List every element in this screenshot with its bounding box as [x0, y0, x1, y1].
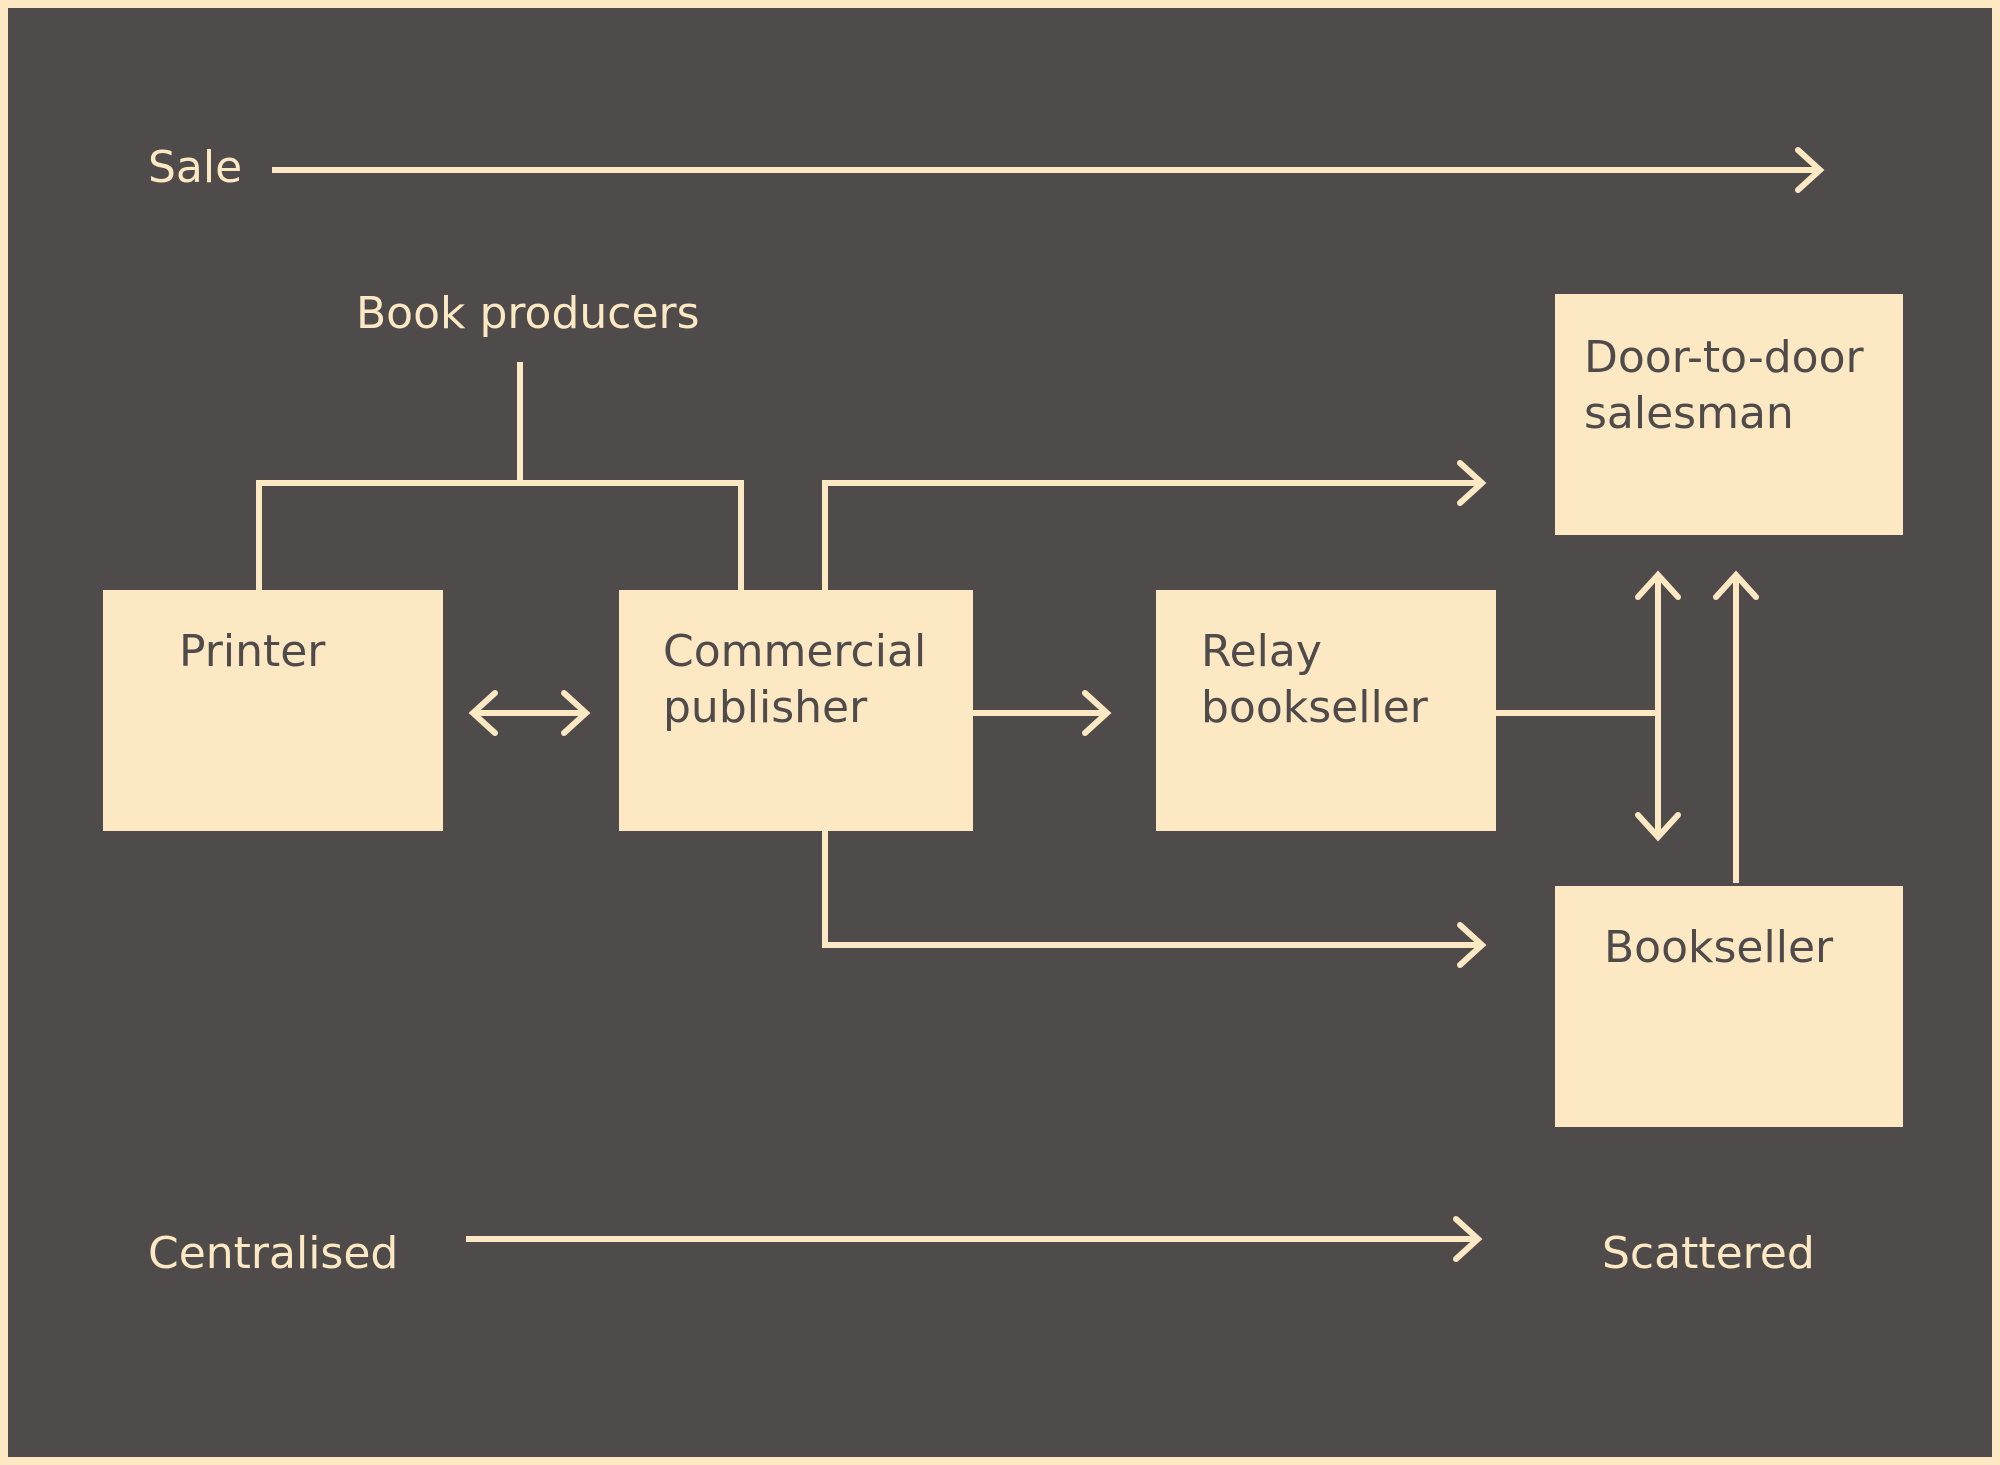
bookseller-label: Bookseller — [1604, 920, 1833, 976]
relay-bookseller-box: Relay bookseller — [1156, 590, 1496, 831]
door-to-door-salesman-label-line: salesman — [1584, 388, 1794, 439]
centralised-scattered-arrow — [466, 1216, 1483, 1262]
relay-to-distribution-connector — [1483, 570, 1681, 842]
relay-bookseller-label-line: Relay — [1201, 626, 1322, 677]
sale-label: Sale — [148, 142, 243, 193]
printer-label: Printer — [179, 624, 325, 680]
door-to-door-salesman-box: Door-to-door salesman — [1555, 294, 1903, 535]
book-producers-label: Book producers — [356, 288, 700, 339]
relay-bookseller-label: Relay bookseller — [1201, 624, 1428, 736]
printer-label-line: Printer — [179, 626, 326, 677]
bookseller-label-line: Bookseller — [1604, 922, 1834, 973]
book-producers-bracket — [256, 362, 744, 590]
printer-box: Printer — [103, 590, 443, 831]
commercial-publisher-label-line: Commercial — [663, 626, 927, 677]
commercial-publisher-label-line: publisher — [663, 682, 868, 733]
relay-bookseller-label-line: bookseller — [1201, 682, 1428, 733]
publisher-to-bookseller-arrow — [822, 831, 1487, 968]
commercial-publisher-label: Commercial publisher — [663, 624, 926, 736]
door-to-door-salesman-label: Door-to-door salesman — [1584, 330, 1864, 442]
centralised-label: Centralised — [148, 1228, 399, 1279]
printer-publisher-arrow — [468, 690, 591, 736]
sale-arrow — [272, 147, 1825, 193]
publisher-to-relay-arrow — [973, 690, 1112, 736]
bookseller-box: Bookseller — [1555, 886, 1903, 1127]
door-to-door-salesman-label-line: Door-to-door — [1584, 332, 1864, 383]
connector-layer — [256, 147, 1825, 1262]
bookseller-to-door-arrow — [1713, 570, 1759, 883]
commercial-publisher-box: Commercial publisher — [619, 590, 973, 831]
publisher-to-door-arrow — [822, 460, 1487, 590]
scattered-label: Scattered — [1602, 1228, 1815, 1279]
